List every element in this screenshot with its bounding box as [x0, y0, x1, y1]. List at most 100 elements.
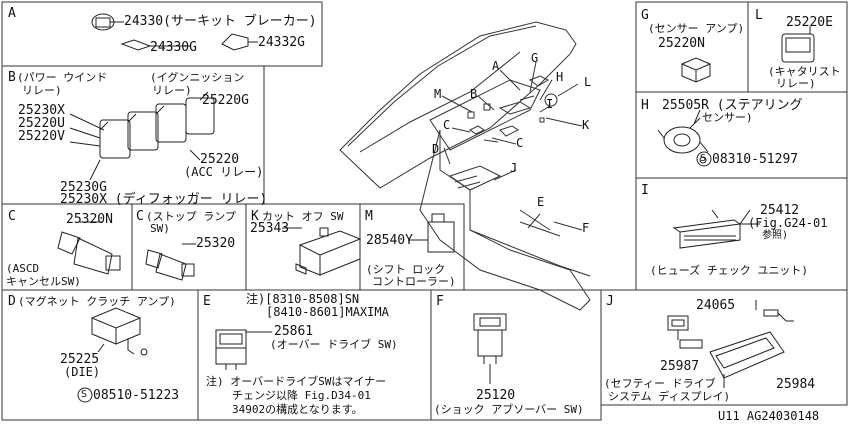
panel-e-letter: E — [203, 294, 211, 309]
panel-f-letter: F — [436, 294, 444, 309]
sensor-amp-drawing — [681, 57, 711, 83]
callout-f: F — [582, 221, 590, 235]
panel-k-letter: K — [251, 209, 259, 224]
part-25861: 25861 — [274, 324, 314, 339]
ascd-switch-drawing — [57, 221, 121, 275]
safety-drive-display-drawing — [667, 300, 794, 388]
callout-j: J — [510, 161, 518, 175]
panel-i-letter: I — [641, 183, 649, 198]
panel-a-letter: A — [8, 6, 16, 21]
screw-s-h: S — [700, 153, 707, 164]
stop-lamp-label-1: (ストップ ランプ — [146, 210, 236, 223]
part-24330: 24330(サーキット ブレーカー) — [124, 14, 317, 29]
steering-sensor-label: センサー) — [702, 111, 753, 124]
diagram-code-footer: U11 AG24030148 — [718, 409, 820, 423]
cut-off-switch-drawing — [282, 227, 362, 276]
part-25505r: 25505R (ステアリング — [662, 98, 803, 113]
catalyst-relay-label-2: リレー) — [776, 77, 816, 90]
callout-d: D — [432, 142, 440, 156]
part-25220n: 25220N — [658, 36, 705, 51]
callout-c-upper: C — [443, 118, 451, 132]
part-25220v: 25220V — [18, 129, 65, 144]
part-08510-51223: 08510-51223 — [93, 388, 180, 403]
fig-ref-g24-01: (Fig.G24-01 — [748, 216, 828, 230]
screw-symbol-d — [77, 387, 93, 403]
panel-c-letter: C — [8, 209, 16, 224]
safety-drive-label-1: (セフティー ドライブ — [604, 377, 716, 390]
sensor-amp-label: (センサー アンプ) — [648, 22, 745, 35]
callout-g: G — [531, 51, 539, 65]
cut-off-sw-label: カット オフ SW — [262, 210, 344, 223]
callout-m: M — [434, 87, 442, 101]
relay-group-drawing — [69, 91, 215, 181]
panel-h-letter: H — [641, 98, 649, 113]
part-25120: 25120 — [476, 388, 516, 403]
safety-drive-label-2: システム ディスプレイ) — [608, 390, 731, 403]
magnet-clutch-amp-label: (マグネット クラッチ アンプ) — [18, 295, 176, 308]
stop-lamp-label-2: SW) — [150, 222, 170, 235]
circuit-breaker-drawing — [91, 13, 258, 51]
overdrive-sw-label: (オーバー ドライブ SW) — [270, 338, 398, 351]
panel-j-letter: J — [606, 294, 614, 309]
callout-k: K — [582, 118, 590, 132]
callout-b: B — [470, 87, 478, 101]
overdrive-switch-drawing — [215, 329, 272, 370]
acc-relay-label: (ACC リレー) — [184, 165, 264, 179]
screw-s-d: S — [81, 389, 88, 400]
stop-lamp-switch-drawing — [145, 243, 196, 281]
part-25412: 25412 — [760, 203, 800, 218]
shift-lock-label-1: (シフト ロック — [366, 263, 446, 276]
part-25984: 25984 — [776, 377, 816, 392]
part-25220g: 25220G — [202, 93, 249, 108]
part-25230x: 25230X — [18, 103, 65, 118]
catalyst-relay-drawing — [781, 26, 815, 63]
overdrive-note-3: 34902の構成となります。 — [232, 403, 363, 416]
shift-lock-label-2: コントローラー) — [372, 275, 456, 288]
callout-i: I — [546, 97, 554, 111]
shift-lock-controller-drawing — [408, 213, 455, 253]
shock-absorber-sw-label: (ショック アブソーバー SW) — [434, 403, 584, 416]
ignition-relay-label-1: (イグンニッション — [150, 71, 245, 84]
part-25220u: 25220U — [18, 116, 65, 131]
note-sn: 注)[8310-8508]SN — [246, 292, 360, 306]
note-maxima: [8410-8601]MAXIMA — [266, 305, 389, 319]
part-24330g: 24330G — [150, 40, 197, 55]
panel-d-letter: D — [8, 294, 16, 309]
power-window-relay-label-2: リレー) — [22, 84, 62, 97]
fuse-check-unit-drawing — [672, 209, 760, 249]
ascd-label-1: (ASCD — [6, 262, 40, 275]
panel-b-letter: B — [8, 70, 16, 85]
magnet-clutch-amp-drawing — [90, 307, 148, 356]
part-25320: 25320 — [196, 236, 236, 251]
die-label: (DIE) — [64, 365, 101, 379]
part-28540y: 28540Y — [366, 233, 413, 248]
part-25987: 25987 — [660, 359, 700, 374]
catalyst-relay-label-1: (キャタリスト — [768, 65, 841, 78]
panel-m-letter: M — [365, 209, 373, 224]
panel-l-letter: L — [755, 8, 763, 23]
part-25225: 25225 — [60, 352, 100, 367]
dashboard-illustration — [339, 21, 591, 311]
overdrive-note-1: 注) オーバードライブSWはマイナー — [206, 375, 387, 388]
part-08310-51297: 08310-51297 — [712, 152, 799, 167]
ascd-label-2: キャンセルSW) — [6, 275, 81, 288]
panel-g-letter: G — [641, 8, 649, 23]
callout-l: L — [584, 75, 592, 89]
ignition-relay-label-2: リレー) — [152, 84, 192, 97]
part-25230g: 25230G — [60, 180, 107, 195]
part-25220: 25220 — [200, 152, 240, 167]
callout-h: H — [556, 70, 564, 84]
fig-ref-note: 参照) — [762, 230, 789, 241]
callout-a: A — [492, 59, 500, 73]
fuse-check-unit-label: (ヒューズ チェック ユニット) — [650, 264, 808, 277]
shock-absorber-switch-drawing — [473, 313, 507, 384]
power-window-relay-label-1: (パワー ウインド — [17, 71, 108, 84]
part-25230x-defogger: 25230X (ディフォッガー リレー) — [60, 192, 268, 207]
part-25220e: 25220E — [786, 15, 833, 30]
part-24332g: 24332G — [258, 35, 305, 50]
panel-c2-letter: C — [136, 209, 144, 224]
overdrive-note-2: チェンジ以降 Fig.D34-01 — [232, 389, 371, 402]
